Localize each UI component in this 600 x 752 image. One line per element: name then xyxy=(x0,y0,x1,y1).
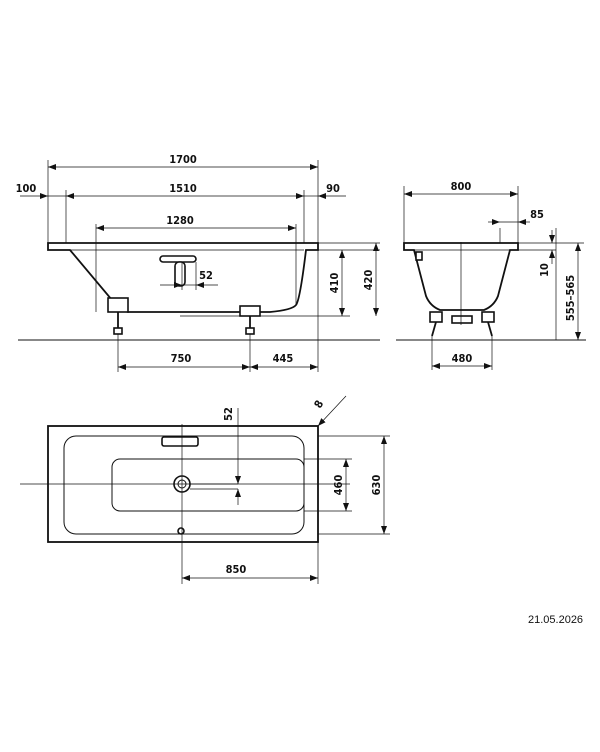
plan-bottom xyxy=(111,458,305,512)
plan-view: 52 8 460 630 850 xyxy=(20,395,390,584)
end-view: 800 85 10 555–565 480 xyxy=(396,180,586,370)
dim-inner-height: 410 xyxy=(328,273,341,294)
dim-total-height: 420 xyxy=(362,270,375,291)
overflow-handle-icon xyxy=(159,255,197,287)
dim-drain-position: 850 xyxy=(226,563,247,576)
dim-inner-width: 460 xyxy=(332,475,345,496)
dim-inner-length: 1510 xyxy=(169,182,197,195)
dim-end-width: 800 xyxy=(451,180,472,193)
dim-rim-width: 85 xyxy=(530,208,544,221)
dim-corner-radius: 8 xyxy=(312,398,327,411)
drawing-date: 21.05.2026 xyxy=(528,614,584,626)
dim-total-length: 1700 xyxy=(169,153,197,166)
end-feet-icon xyxy=(429,311,495,337)
dim-height-range: 555–565 xyxy=(564,275,577,321)
dim-foot-width: 480 xyxy=(452,352,473,365)
dim-left-rim: 100 xyxy=(16,182,37,195)
dim-foot-offset: 445 xyxy=(273,352,294,365)
dim-handle-offset: 52 xyxy=(199,269,213,282)
dim-total-width: 630 xyxy=(370,475,383,496)
right-foot-icon xyxy=(239,305,261,335)
end-overflow-icon xyxy=(415,251,423,261)
left-foot-icon xyxy=(107,297,129,335)
dim-right-rim: 90 xyxy=(326,182,340,195)
dim-foot-spacing: 750 xyxy=(171,352,192,365)
dim-rim-thickness: 10 xyxy=(538,263,551,277)
dim-overflow-offset: 52 xyxy=(222,407,235,421)
dim-bottom-length: 1280 xyxy=(166,214,194,227)
side-view: 1700 100 1510 90 1280 52 410 420 750 445 xyxy=(16,153,380,372)
plan-overflow-icon xyxy=(161,436,199,447)
end-tub-outline xyxy=(403,242,519,311)
